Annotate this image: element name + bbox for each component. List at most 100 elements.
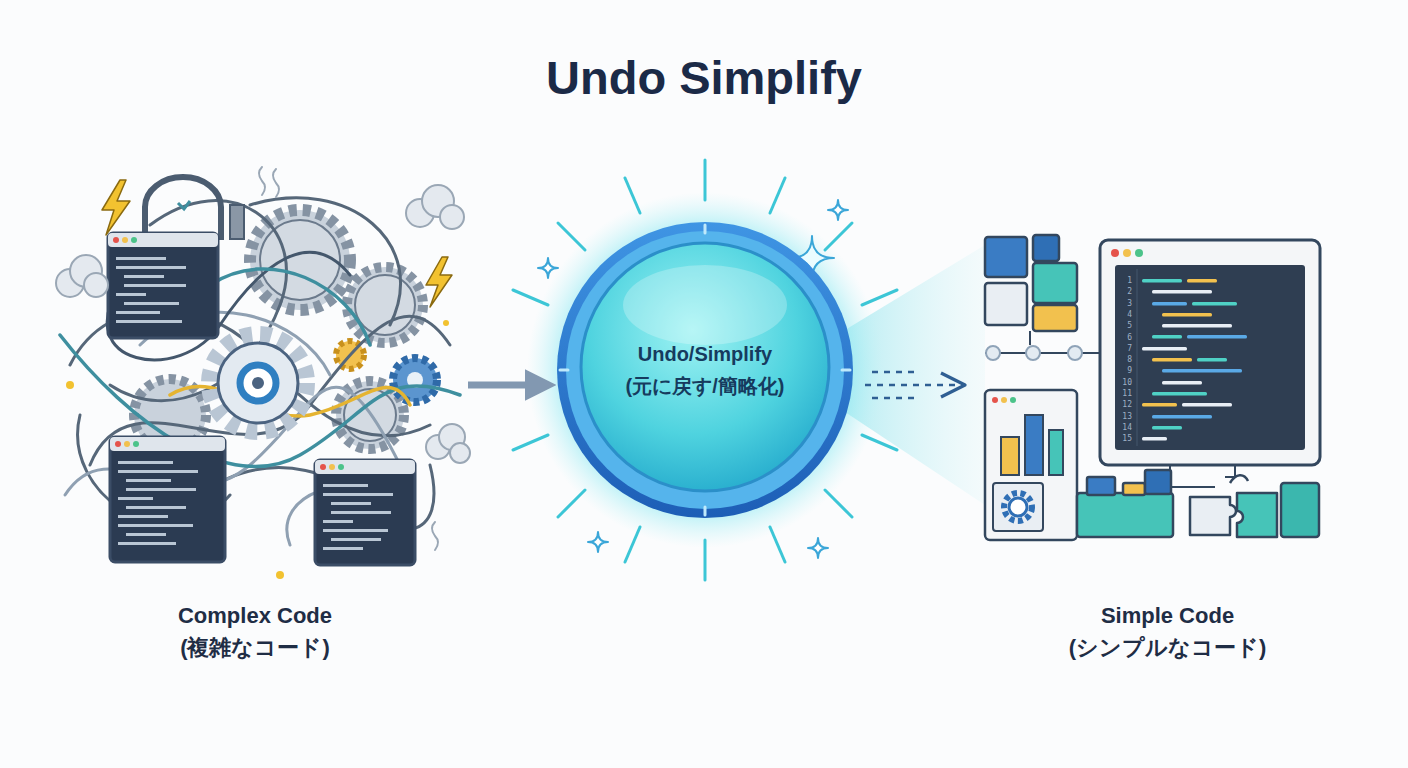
code-lines-part bbox=[1162, 313, 1212, 317]
module-blocks-part bbox=[985, 237, 1027, 277]
line-number: 11 bbox=[1116, 389, 1132, 399]
monitor-part bbox=[1115, 265, 1305, 450]
line-number: 4 bbox=[1116, 310, 1132, 320]
small-sparks-part bbox=[276, 571, 284, 579]
connector-wires-part bbox=[1170, 486, 1215, 488]
line-number: 1 bbox=[1116, 276, 1132, 286]
flow-arrow bbox=[468, 382, 547, 389]
background-gears-part bbox=[260, 220, 340, 300]
glow-rays-part bbox=[558, 223, 585, 250]
line-number: 15 bbox=[1116, 434, 1132, 444]
undo-button-art bbox=[555, 220, 855, 520]
code-windows-part bbox=[338, 464, 344, 470]
monitor-part bbox=[1100, 240, 1320, 465]
code-lines-part bbox=[1152, 426, 1182, 430]
code-windows-part-part bbox=[126, 533, 166, 536]
code-lines-part bbox=[1142, 437, 1167, 441]
code-lines-part bbox=[1152, 392, 1207, 396]
line-number: 12 bbox=[1116, 400, 1132, 410]
glow-rays-part bbox=[862, 290, 897, 305]
padlock-part bbox=[230, 205, 244, 239]
code-windows-part-part bbox=[331, 511, 391, 514]
code-windows-part-part bbox=[116, 320, 182, 323]
module-blocks-part bbox=[985, 283, 1027, 325]
chart-window-part bbox=[1004, 493, 1032, 521]
code-lines-part bbox=[1142, 279, 1182, 283]
smoke-clouds-part bbox=[84, 273, 108, 297]
chart-window-part bbox=[1025, 415, 1043, 475]
monitor-part bbox=[1123, 249, 1131, 257]
code-windows-part-part bbox=[126, 479, 171, 482]
chart-window-part bbox=[1009, 498, 1027, 516]
code-lines bbox=[1142, 279, 1247, 441]
complex-code-node: Complex Code (複雑なコード) bbox=[50, 165, 460, 665]
padlock-part bbox=[178, 201, 190, 209]
code-lines-part bbox=[1152, 290, 1212, 294]
steam-lines-part bbox=[432, 522, 438, 550]
button-rim bbox=[557, 222, 853, 518]
code-lines-part bbox=[1152, 302, 1187, 306]
code-lines-part bbox=[1162, 381, 1202, 385]
background-gears-part bbox=[347, 267, 423, 343]
glow-rays-part bbox=[513, 290, 548, 305]
motion-dashes bbox=[872, 372, 920, 398]
motion-dashes-part bbox=[872, 371, 920, 374]
button-ticks-part bbox=[704, 507, 707, 515]
button-rim-inner bbox=[566, 231, 844, 509]
monitor-part bbox=[1137, 269, 1138, 446]
chart-window bbox=[985, 390, 1077, 540]
code-windows-part-part bbox=[116, 257, 166, 260]
node-label-row: Undo/Simplify (元に戻す/簡略化) bbox=[555, 338, 855, 402]
code-windows-part-part bbox=[323, 547, 363, 550]
lightning-bolts-part bbox=[426, 257, 452, 307]
code-windows-part-part bbox=[116, 293, 146, 296]
main-gear-part bbox=[218, 343, 298, 423]
puzzle-pieces-part bbox=[1237, 493, 1277, 537]
code-windows-part-part bbox=[116, 311, 160, 314]
code-windows-part bbox=[116, 257, 186, 323]
code-windows-part bbox=[131, 237, 137, 243]
steam-lines bbox=[259, 167, 438, 550]
module-blocks-part bbox=[1033, 235, 1059, 261]
code-windows-part bbox=[110, 437, 225, 562]
glow-rays-part bbox=[825, 223, 852, 250]
button-ticks-part bbox=[560, 369, 568, 372]
sparkles bbox=[538, 200, 848, 558]
steam-lines-part bbox=[273, 169, 279, 197]
code-windows-part-part bbox=[126, 488, 196, 491]
code-windows-part bbox=[115, 441, 121, 447]
code-lines-part bbox=[1197, 358, 1227, 362]
button-ticks-part bbox=[704, 225, 707, 233]
sparkles-part bbox=[828, 200, 848, 220]
flow-arrow bbox=[865, 384, 965, 387]
code-windows-part-part bbox=[323, 520, 353, 523]
node-label-row: Simple Code (シンプルなコード) bbox=[975, 600, 1360, 664]
connector-dots-part bbox=[986, 346, 1000, 360]
simple-code-art bbox=[975, 225, 1360, 555]
sparkles-part bbox=[538, 258, 558, 278]
puzzle-pieces-part bbox=[1190, 497, 1236, 535]
button-ticks-part bbox=[842, 369, 850, 372]
code-windows-part bbox=[110, 437, 225, 451]
code-lines-part bbox=[1152, 358, 1192, 362]
undo-button: Undo/Simplify (元に戻す/簡略化) bbox=[555, 220, 855, 520]
main-gear-part bbox=[252, 377, 264, 389]
lightning-bolts bbox=[102, 180, 452, 307]
main-gear-part bbox=[240, 365, 276, 401]
code-windows-part-part bbox=[116, 266, 186, 269]
line-number: 13 bbox=[1116, 412, 1132, 422]
chart-window-part bbox=[1001, 437, 1019, 475]
main-gear bbox=[210, 335, 306, 431]
code-lines-part bbox=[1187, 279, 1217, 283]
code-windows-part-part bbox=[323, 493, 393, 496]
line-number: 3 bbox=[1116, 299, 1132, 309]
code-windows-part-part bbox=[118, 515, 168, 518]
small-sparks-part bbox=[66, 381, 74, 389]
code-windows-part bbox=[108, 233, 218, 247]
diagram-title: Undo Simplify bbox=[0, 50, 1408, 106]
line-number: 9 bbox=[1116, 366, 1132, 376]
padlock-part bbox=[145, 177, 221, 240]
glow-rays-part bbox=[770, 527, 785, 562]
sparkles-part bbox=[808, 538, 828, 558]
background-gears-part bbox=[393, 358, 437, 402]
